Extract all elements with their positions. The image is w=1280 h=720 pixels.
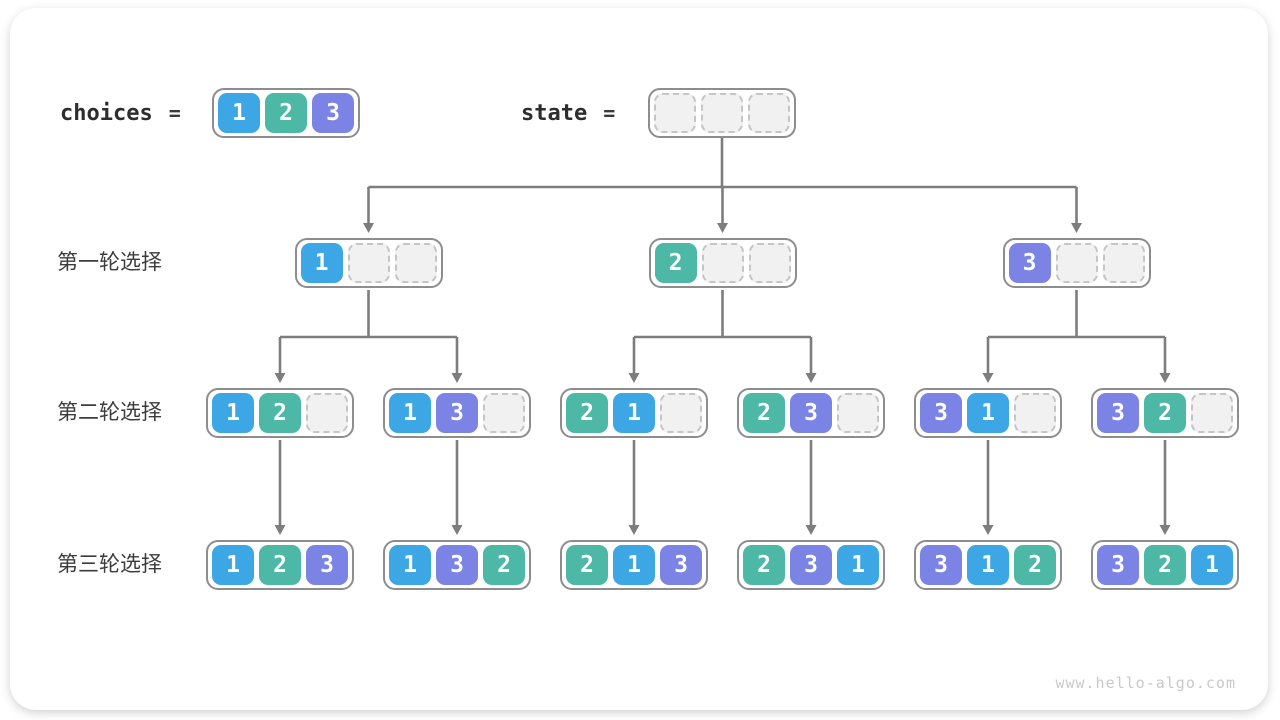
- cell-value-3: 3: [1097, 545, 1139, 585]
- cell-value-3: 3: [920, 393, 962, 433]
- cell-value-1: 1: [837, 545, 879, 585]
- cell-value-2: 2: [259, 393, 301, 433]
- cell-empty: [660, 393, 702, 433]
- cell-value-3: 3: [790, 545, 832, 585]
- cell-value-1: 1: [212, 393, 254, 433]
- choices-keyword: choices: [60, 100, 153, 126]
- arrowhead-icon: [1071, 223, 1082, 233]
- cell-empty: [837, 393, 879, 433]
- arrowhead-icon: [628, 525, 640, 535]
- cell-empty: [701, 243, 744, 283]
- cell-value-3: 3: [920, 545, 962, 585]
- cell-value-3: 3: [312, 93, 354, 133]
- cell-empty: [394, 243, 437, 283]
- arrowhead-icon: [1159, 373, 1171, 383]
- arrowhead-icon: [805, 525, 817, 535]
- watermark: www.hello-algo.com: [1055, 674, 1236, 692]
- cell-empty: [347, 243, 390, 283]
- arrowhead-icon: [982, 373, 994, 383]
- cell-value-3: 3: [1097, 393, 1139, 433]
- state-node: [648, 88, 796, 138]
- round-2-label: 第二轮选择: [57, 401, 162, 424]
- cell-value-1: 1: [967, 393, 1009, 433]
- cell-value-2: 2: [1014, 545, 1056, 585]
- state-equals-sign: =: [603, 101, 616, 125]
- cell-value-1: 1: [967, 545, 1009, 585]
- cell-empty: [1014, 393, 1056, 433]
- cell-value-2: 2: [566, 393, 608, 433]
- round-1-node-2: 2: [648, 238, 797, 288]
- cell-value-1: 1: [389, 393, 431, 433]
- cell-empty: [748, 243, 791, 283]
- cell-empty: [1055, 243, 1098, 283]
- cell-value-2: 2: [483, 545, 525, 585]
- cell-value-1: 1: [212, 545, 254, 585]
- cell-value-1: 1: [218, 93, 260, 133]
- cell-value-2: 2: [743, 545, 785, 585]
- cell-empty: [306, 393, 348, 433]
- cell-value-2: 2: [654, 243, 697, 283]
- cell-value-1: 1: [1191, 545, 1233, 585]
- cell-empty: [1191, 393, 1233, 433]
- round-1-label: 第一轮选择: [57, 251, 162, 274]
- arrowhead-icon: [982, 525, 994, 535]
- arrowhead-icon: [451, 525, 463, 535]
- cell-empty: [748, 93, 790, 133]
- cell-value-3: 3: [1008, 243, 1051, 283]
- state-keyword: state: [521, 100, 588, 126]
- arrowhead-icon: [451, 373, 463, 383]
- cell-value-3: 3: [790, 393, 832, 433]
- cell-value-3: 3: [436, 393, 478, 433]
- round-1-node-3: 3: [1002, 238, 1151, 288]
- cell-value-2: 2: [1144, 393, 1186, 433]
- cell-empty: [483, 393, 525, 433]
- arrowhead-icon: [805, 373, 817, 383]
- arrowhead-icon: [717, 223, 728, 233]
- cell-value-2: 2: [566, 545, 608, 585]
- cell-value-1: 1: [389, 545, 431, 585]
- cell-value-3: 3: [436, 545, 478, 585]
- cell-value-2: 2: [265, 93, 307, 133]
- cell-value-2: 2: [259, 545, 301, 585]
- cell-value-2: 2: [1144, 545, 1186, 585]
- cell-value-1: 1: [613, 545, 655, 585]
- cell-empty: [701, 93, 743, 133]
- arrowhead-icon: [274, 525, 286, 535]
- choices-equals-sign: =: [168, 101, 181, 125]
- state-header: state =: [521, 88, 615, 138]
- round-3-label: 第三轮选择: [57, 553, 162, 576]
- cell-value-3: 3: [306, 545, 348, 585]
- arrowhead-icon: [363, 223, 374, 233]
- cell-empty: [1102, 243, 1145, 283]
- cell-empty: [654, 93, 696, 133]
- arrowhead-icon: [1159, 525, 1171, 535]
- cell-value-3: 3: [660, 545, 702, 585]
- cell-value-1: 1: [300, 243, 343, 283]
- cell-value-1: 1: [613, 393, 655, 433]
- arrowhead-icon: [628, 373, 640, 383]
- arrowhead-icon: [274, 373, 286, 383]
- cell-value-2: 2: [743, 393, 785, 433]
- round-1-node-1: 1: [294, 238, 443, 288]
- choices-header: choices =: [60, 88, 181, 138]
